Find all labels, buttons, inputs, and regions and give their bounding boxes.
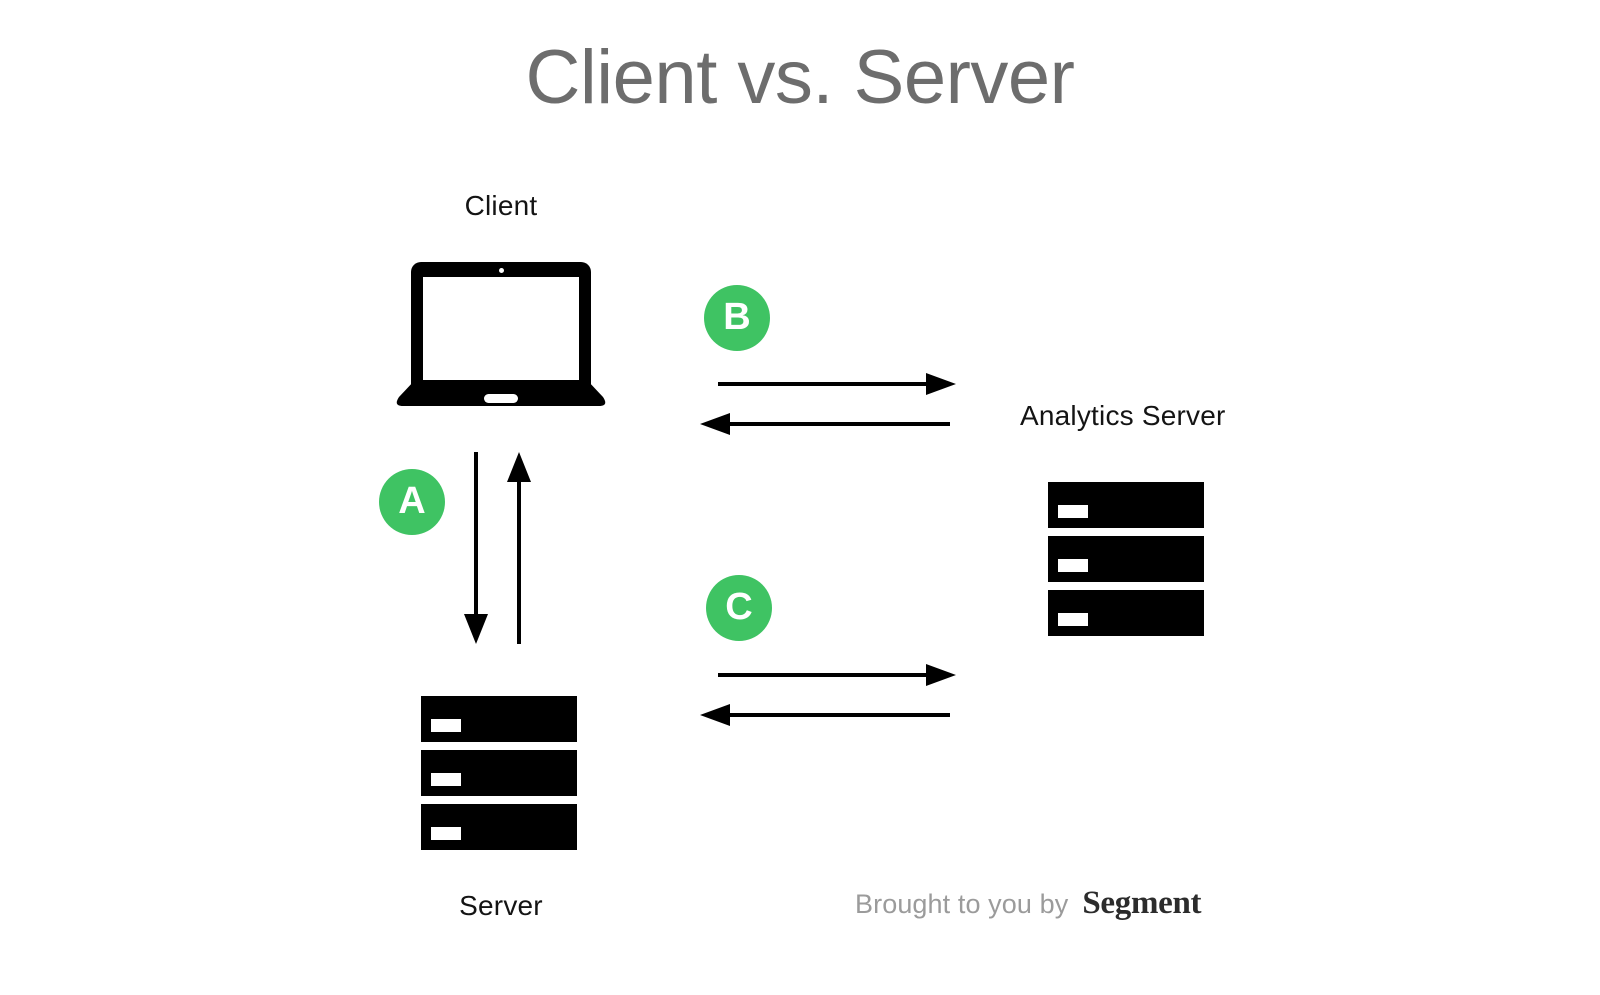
step-badge-c[interactable]: C (706, 575, 772, 641)
analytics-server-led-2 (1058, 559, 1088, 572)
server-label: Server (459, 890, 543, 921)
step-badge-b-letter: B (723, 296, 751, 338)
analytics-server-led-1 (1058, 505, 1088, 518)
server-led-1 (431, 719, 461, 732)
arrow-client-to-analytics (698, 372, 958, 396)
laptop-camera-dot (498, 268, 504, 273)
server-gap-1 (435, 742, 563, 750)
server-led-3 (431, 827, 461, 840)
server-gap-2 (435, 796, 563, 804)
arrow-server-to-analytics (698, 663, 958, 687)
laptop-screen (423, 277, 579, 381)
laptop-base (393, 380, 609, 406)
server-rack-icon (421, 696, 577, 850)
arrow-analytics-to-server (698, 703, 958, 727)
client-label: Client (464, 190, 538, 221)
analytics-server-rack-icon (1048, 482, 1204, 636)
attribution-prefix: Brought to you by (855, 889, 1069, 919)
step-badge-c-letter: C (725, 586, 753, 628)
analytics-server-label: Analytics Server (1020, 400, 1226, 431)
segment-wordmark: Segment (1082, 885, 1202, 921)
server-led-2 (431, 773, 461, 786)
step-badge-a[interactable]: A (379, 469, 445, 535)
laptop-icon (393, 262, 609, 406)
analytics-server-gap-2 (1062, 582, 1190, 590)
arrow-server-to-client (505, 450, 533, 646)
analytics-server-gap-1 (1062, 528, 1190, 536)
arrow-analytics-to-client (698, 412, 958, 436)
step-badge-a-letter: A (398, 480, 426, 522)
analytics-server-led-3 (1058, 613, 1088, 626)
laptop-lid (411, 262, 591, 386)
step-badge-b[interactable]: B (704, 285, 770, 351)
page-title: Client vs. Server (525, 35, 1076, 120)
arrow-client-to-server (462, 450, 490, 646)
attribution: Brought to you by Segment (855, 885, 1202, 922)
